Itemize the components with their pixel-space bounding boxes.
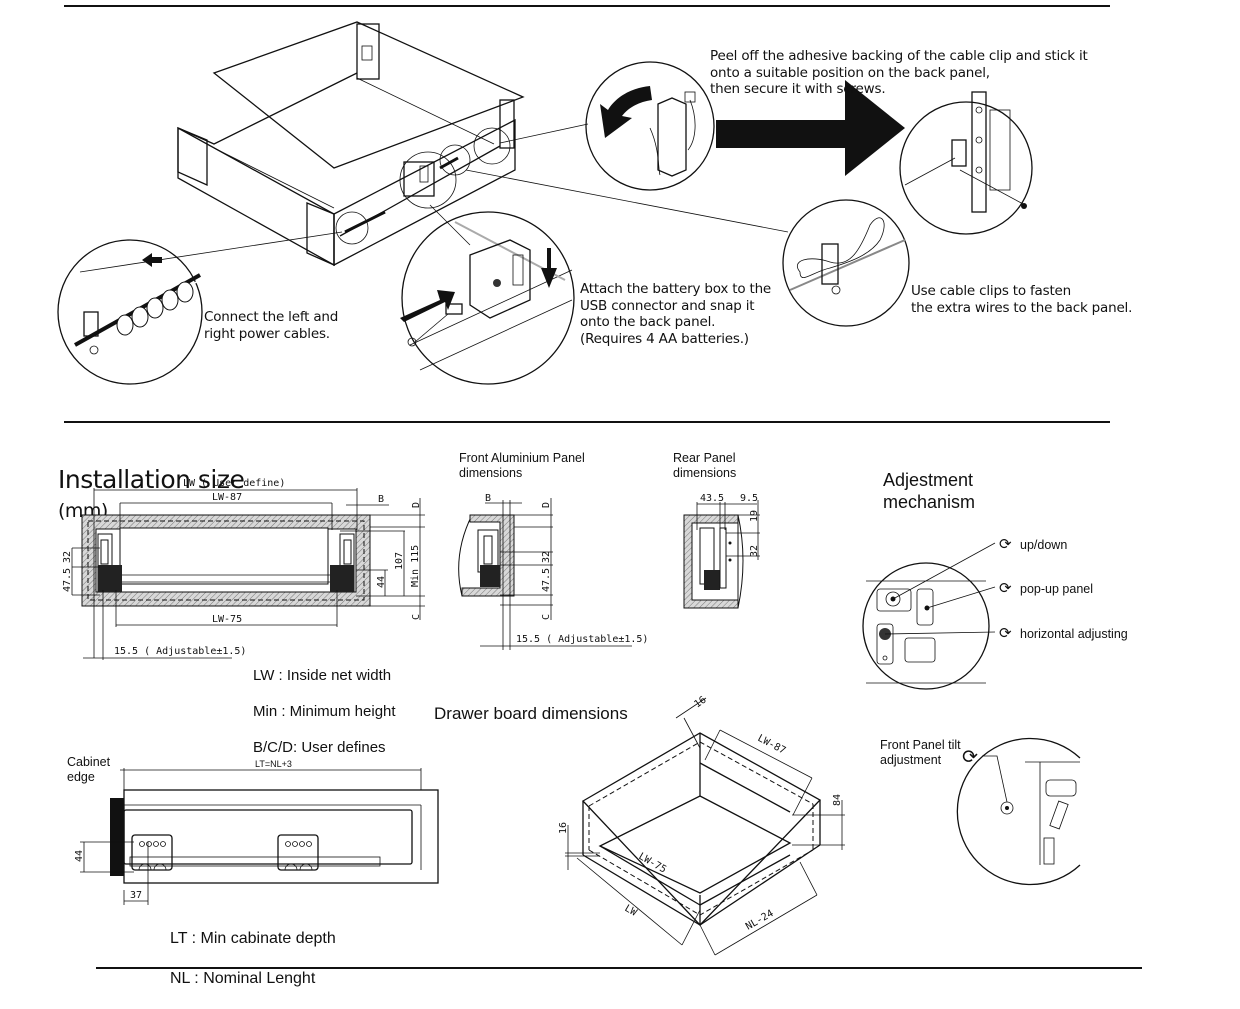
board-dim-84: 84 bbox=[832, 794, 843, 806]
legend-bcd: B/C/D: User defines bbox=[253, 739, 386, 756]
board-dim-16-left: 16 bbox=[558, 822, 569, 834]
rotate-arrows-icon: ⟳ bbox=[962, 746, 978, 768]
dim-107: 107 bbox=[394, 552, 405, 570]
rp-dim-43-5: 43.5 bbox=[700, 493, 724, 504]
rotate-arrows-icon: ⟳ bbox=[999, 535, 1012, 553]
installation-title-text: Installation size bbox=[58, 464, 245, 494]
dim-b: B bbox=[378, 494, 384, 505]
side-legend: LT : Min cabinate depth NL : Nominal Len… bbox=[170, 909, 336, 1009]
dim-lw-user-define: LW ( User define) bbox=[183, 478, 285, 489]
legend-lw: LW : Inside net width bbox=[253, 667, 392, 684]
fp-dim-32: 32 bbox=[541, 551, 552, 563]
legend-lt: LT : Min cabinate depth bbox=[170, 930, 336, 947]
section-divider bbox=[64, 421, 1110, 423]
dim-adjustable: 15.5 ( Adjustable±1.5) bbox=[114, 646, 246, 657]
rear-panel-title: Rear Panel dimensions bbox=[673, 451, 737, 480]
dim-32: 32 bbox=[62, 551, 73, 563]
legend-min: Min : Minimum height bbox=[253, 703, 396, 720]
dim-min-115: Min 115 bbox=[410, 545, 421, 587]
fp-dim-adjustable: 15.5 ( Adjustable±1.5) bbox=[516, 634, 648, 645]
curved-arrow-icon bbox=[600, 86, 652, 138]
bottom-rule bbox=[96, 967, 1142, 969]
adjustment-title: Adjestment mechanism bbox=[883, 470, 976, 512]
detail-cable-clips bbox=[782, 199, 910, 327]
rotate-arrows-icon: ⟳ bbox=[999, 624, 1012, 642]
drawer-assembly-illustration bbox=[57, 21, 1033, 385]
adjust-label-pop-up: pop-up panel bbox=[1020, 582, 1094, 596]
top-rule bbox=[64, 5, 1110, 7]
side-dim-37: 37 bbox=[130, 890, 142, 901]
front-legend: LW : Inside net width Min : Minimum heig… bbox=[253, 649, 396, 775]
step-use-cable-clips: Use cable clips to fasten the extra wire… bbox=[911, 283, 1133, 316]
side-dim-44: 44 bbox=[74, 850, 85, 862]
fp-dim-b: B bbox=[485, 493, 491, 504]
rp-dim-9-5: 9.5 bbox=[740, 493, 758, 504]
cabinet-edge-label: Cabinet edge bbox=[67, 755, 111, 784]
adjust-label-horizontal: horizontal adjusting bbox=[1020, 627, 1128, 641]
fp-dim-c: C bbox=[541, 614, 552, 620]
dim-lw-75: LW-75 bbox=[212, 614, 242, 625]
board-title: Drawer board dimensions bbox=[434, 704, 628, 723]
arrow-right-icon bbox=[400, 290, 455, 322]
detail-peel-adhesive bbox=[585, 61, 715, 191]
dim-d: D bbox=[411, 502, 422, 508]
detail-battery-box bbox=[400, 211, 575, 385]
arrow-down-icon bbox=[541, 248, 557, 288]
fp-dim-d: D bbox=[541, 502, 552, 508]
dim-c: C bbox=[411, 614, 422, 620]
installation-size-title: Installation size (mm) bbox=[58, 437, 245, 523]
legend-nl: NL : Nominal Lenght bbox=[170, 970, 316, 987]
adjust-item-horizontal: ⟳ horizontal adjusting bbox=[999, 624, 1128, 643]
adjust-item-up-down: ⟳ up/down bbox=[999, 535, 1067, 554]
rotate-arrows-icon: ⟳ bbox=[999, 579, 1012, 597]
fp-dim-47-5: 47.5 bbox=[541, 568, 552, 592]
side-dim-lt: LT=NL+3 bbox=[255, 759, 292, 769]
tilt-label: Front Panel tilt adjustment bbox=[880, 738, 961, 767]
step-connect-power-cables: Connect the left and right power cables. bbox=[204, 309, 339, 342]
rp-dim-32: 32 bbox=[749, 545, 760, 557]
step-attach-battery-box: Attach the battery box to the USB connec… bbox=[580, 281, 772, 347]
front-panel-title: Front Aluminium Panel dimensions bbox=[459, 451, 585, 480]
detail-power-cables bbox=[57, 239, 203, 385]
big-arrow-icon bbox=[716, 80, 905, 176]
arrow-left-icon bbox=[142, 253, 162, 267]
dim-47-5: 47.5 bbox=[62, 568, 73, 592]
detail-secure-screws bbox=[899, 91, 1033, 235]
step-peel-adhesive: Peel off the adhesive backing of the cab… bbox=[710, 48, 1088, 97]
runner-clip-front bbox=[131, 834, 173, 871]
adjust-item-pop-up: ⟳ pop-up panel bbox=[999, 579, 1093, 598]
dim-44: 44 bbox=[376, 576, 387, 588]
adjust-label-up-down: up/down bbox=[1020, 538, 1068, 552]
callout-leaders bbox=[79, 123, 789, 273]
runner-clip-rear bbox=[277, 834, 319, 871]
rp-dim-19: 19 bbox=[749, 510, 760, 522]
drawer-body bbox=[177, 21, 525, 267]
dim-lw-87: LW-87 bbox=[212, 492, 242, 503]
